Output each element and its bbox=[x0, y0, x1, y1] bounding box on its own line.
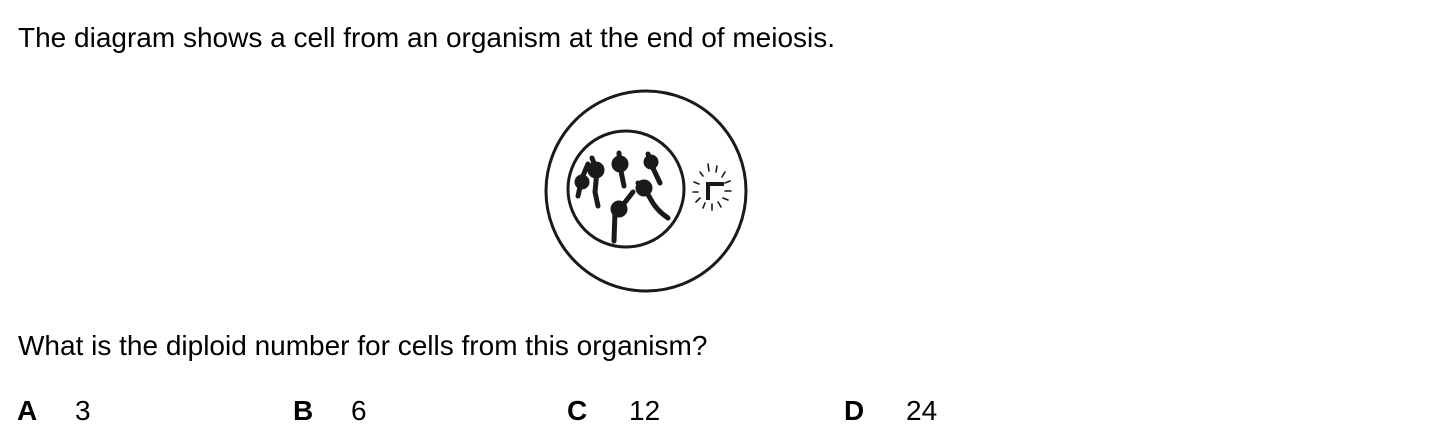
nucleus bbox=[566, 129, 686, 249]
option-d[interactable]: D 24 bbox=[844, 393, 937, 429]
chromosome bbox=[574, 161, 591, 199]
cell-membrane bbox=[544, 89, 748, 293]
option-value: 3 bbox=[75, 395, 91, 426]
chromosomes bbox=[574, 150, 671, 244]
chromosome bbox=[610, 189, 636, 244]
option-letter: A bbox=[17, 395, 38, 426]
option-letter: B bbox=[293, 395, 314, 426]
option-value: 6 bbox=[351, 395, 367, 426]
chromosome bbox=[635, 179, 671, 221]
chromosome bbox=[611, 150, 629, 189]
cell-diagram bbox=[544, 89, 748, 293]
question-intro: The diagram shows a cell from an organis… bbox=[18, 22, 836, 53]
chromosome bbox=[587, 155, 605, 209]
option-letter: D bbox=[844, 395, 865, 426]
option-letter: C bbox=[567, 395, 588, 426]
question-prompt: What is the diploid number for cells fro… bbox=[18, 330, 708, 361]
chromosome bbox=[643, 151, 663, 186]
option-value: 12 bbox=[629, 395, 661, 426]
option-c[interactable]: C 12 bbox=[567, 393, 660, 429]
centriole-pair bbox=[706, 182, 724, 200]
option-value: 24 bbox=[906, 395, 938, 426]
centrosome bbox=[692, 163, 732, 211]
